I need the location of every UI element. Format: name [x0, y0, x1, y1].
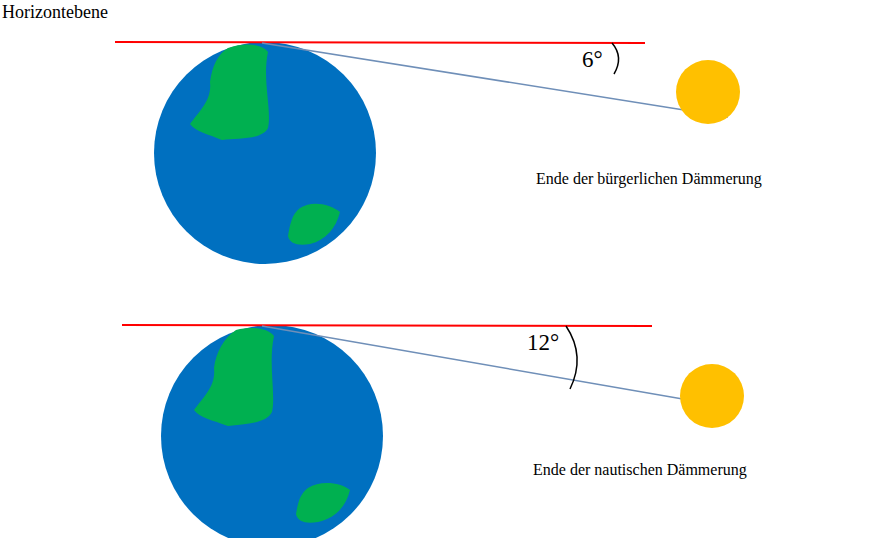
continent	[194, 328, 274, 426]
horizon-line	[115, 42, 645, 43]
earth-globe	[161, 325, 383, 538]
sun	[680, 364, 744, 428]
angle-arc	[566, 326, 577, 389]
continent	[296, 483, 350, 523]
continent	[288, 204, 340, 245]
plane-label: Horizontebene	[2, 3, 108, 23]
continent	[190, 45, 269, 140]
angle-arc	[612, 43, 619, 74]
angle-label: 6°	[582, 47, 603, 72]
horizon-line	[122, 325, 652, 326]
phase-label: Ende der nautischen Dämmerung	[533, 461, 747, 479]
angle-label: 12°	[527, 330, 559, 355]
phase-label: Ende der bürgerlichen Dämmerung	[536, 170, 762, 188]
sight-line	[262, 43, 728, 117]
sun	[676, 60, 740, 124]
earth-globe	[154, 42, 376, 264]
sight-line	[262, 326, 700, 402]
